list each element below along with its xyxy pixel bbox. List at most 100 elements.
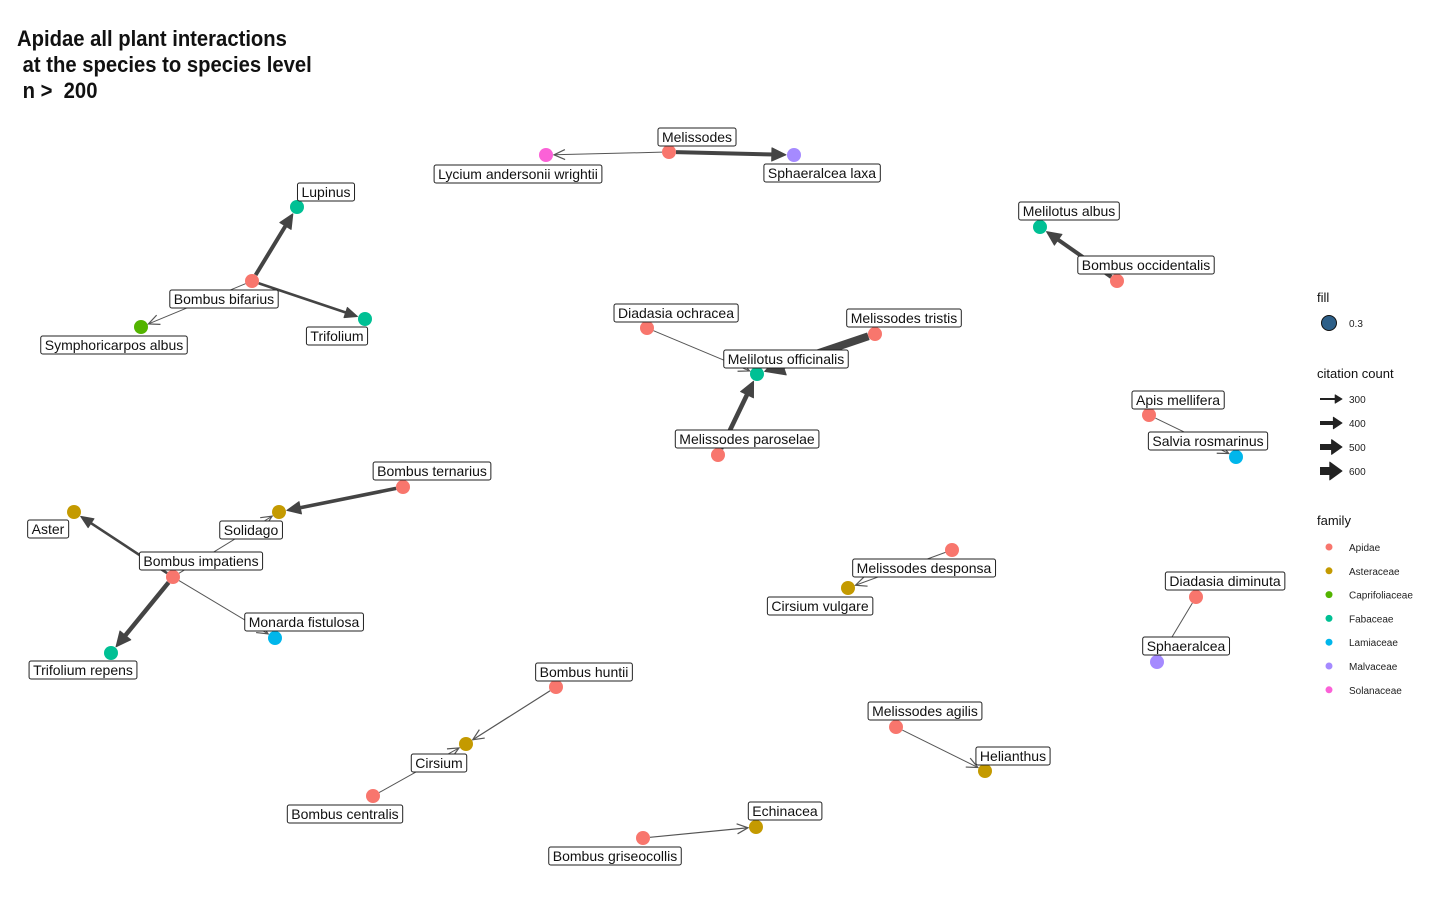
node-label: Bombus bifarius bbox=[169, 289, 279, 309]
node-label-text: Melissodes bbox=[662, 129, 732, 145]
arrowhead bbox=[1046, 231, 1063, 246]
node-label: Melissodes agilis bbox=[867, 701, 983, 721]
arrowhead bbox=[147, 314, 161, 325]
chart-title: Apidae all plant interactions at the spe… bbox=[17, 26, 312, 104]
node-label-text: Trifolium bbox=[310, 328, 363, 344]
interaction-edge bbox=[902, 729, 980, 769]
node-point bbox=[67, 505, 81, 519]
legend-family-name: Apidae bbox=[1349, 543, 1381, 554]
legend-family-key bbox=[1325, 567, 1333, 575]
node-label-text: Salvia rosmarinus bbox=[1152, 433, 1263, 449]
legend-family-title: family bbox=[1317, 513, 1351, 528]
node-label: Diadasia diminuta bbox=[1164, 571, 1286, 591]
node-label: Bombus centralis bbox=[286, 804, 404, 824]
node-label: Helianthus bbox=[975, 746, 1051, 766]
interaction-edge bbox=[253, 213, 294, 277]
arrowhead bbox=[80, 515, 95, 529]
node-label: Melilotus officinalis bbox=[723, 349, 849, 369]
arrowhead bbox=[736, 823, 750, 835]
node-label-text: Aster bbox=[32, 521, 65, 537]
interaction-edge bbox=[649, 823, 750, 838]
node-label: Bombus griseocollis bbox=[548, 846, 682, 866]
node-label-text: Echinacea bbox=[752, 803, 818, 819]
legend-family-name: Fabaceae bbox=[1349, 614, 1394, 625]
node-label-text: Melissodes paroselae bbox=[679, 431, 815, 447]
node-label: Diadasia ochracea bbox=[613, 303, 739, 323]
arrowhead bbox=[279, 213, 294, 230]
legend-count-key bbox=[1320, 394, 1343, 404]
arrowhead bbox=[854, 576, 868, 587]
node-point bbox=[749, 820, 763, 834]
node-label: Sphaeralcea laxa bbox=[763, 163, 881, 183]
legend-family-name: Solanaceae bbox=[1349, 686, 1402, 697]
interaction-edge bbox=[286, 486, 397, 515]
arrowhead bbox=[965, 757, 980, 769]
node-label: Cirsium vulgare bbox=[766, 596, 874, 616]
node-label: Trifolium bbox=[305, 326, 369, 346]
node-point bbox=[868, 327, 882, 341]
interaction-edge bbox=[471, 690, 551, 741]
interaction-edge bbox=[258, 281, 358, 319]
node-point bbox=[1142, 408, 1156, 422]
node-label: Solidago bbox=[219, 520, 283, 540]
node-label-text: Melilotus officinalis bbox=[728, 351, 844, 367]
arrowhead bbox=[771, 147, 787, 162]
node-label: Melissodes bbox=[657, 127, 737, 147]
arrowhead bbox=[286, 501, 302, 515]
interaction-edge bbox=[115, 581, 171, 648]
node-label: Melilotus albus bbox=[1018, 201, 1120, 221]
arrowhead bbox=[471, 729, 485, 741]
legend-family-name: Malvaceae bbox=[1349, 662, 1398, 673]
node-point bbox=[366, 789, 380, 803]
node-label-text: Cirsium vulgare bbox=[771, 598, 868, 614]
node-label: Trifolium repens bbox=[28, 660, 138, 680]
node-label-text: Bombus centralis bbox=[291, 806, 398, 822]
node-point bbox=[711, 448, 725, 462]
node-label-text: Melissodes desponsa bbox=[857, 560, 992, 576]
legend-family-key bbox=[1325, 662, 1333, 670]
title-line: Apidae all plant interactions bbox=[17, 26, 287, 51]
node-label: Monarda fistulosa bbox=[244, 612, 364, 632]
node-label-text: Melilotus albus bbox=[1023, 203, 1116, 219]
node-label: Lycium andersonii wrightii bbox=[433, 164, 603, 184]
node-point bbox=[549, 680, 563, 694]
interaction-edge bbox=[552, 148, 663, 161]
node-label: Bombus huntii bbox=[535, 662, 633, 682]
title-line: n > 200 bbox=[17, 78, 98, 103]
node-point-layer bbox=[67, 145, 1243, 845]
node-label-text: Solidago bbox=[224, 522, 279, 538]
node-point bbox=[245, 274, 259, 288]
node-point bbox=[459, 737, 473, 751]
node-label: Sphaeralcea bbox=[1142, 636, 1231, 656]
legend-count-value: 400 bbox=[1349, 419, 1366, 430]
node-point bbox=[640, 321, 654, 335]
node-label-text: Helianthus bbox=[980, 748, 1046, 764]
node-label: Melissodes desponsa bbox=[852, 558, 997, 578]
legend-family-name: Caprifoliaceae bbox=[1349, 591, 1413, 602]
node-label: Salvia rosmarinus bbox=[1147, 431, 1269, 451]
node-point bbox=[396, 480, 410, 494]
legend-count-title: citation count bbox=[1317, 366, 1394, 381]
node-point bbox=[272, 505, 286, 519]
arrowhead bbox=[740, 380, 755, 399]
node-point bbox=[358, 312, 372, 326]
legend-family-key bbox=[1325, 638, 1333, 646]
legend-fill-key bbox=[1321, 315, 1337, 331]
node-point bbox=[290, 200, 304, 214]
node-label-text: Cirsium bbox=[415, 755, 462, 771]
node-label-text: Diadasia diminuta bbox=[1169, 573, 1280, 589]
node-label: Melissodes tristis bbox=[846, 308, 962, 328]
legend-count-value: 300 bbox=[1349, 395, 1366, 406]
node-point bbox=[1150, 655, 1164, 669]
node-label-text: Bombus occidentalis bbox=[1082, 257, 1210, 273]
node-label-text: Melissodes tristis bbox=[851, 310, 958, 326]
legend-family-key bbox=[1325, 591, 1333, 599]
legend-count-key bbox=[1320, 461, 1343, 481]
node-label: Lupinus bbox=[296, 182, 356, 202]
arrowhead bbox=[552, 148, 566, 161]
node-label-text: Melissodes agilis bbox=[872, 703, 978, 719]
node-point bbox=[539, 148, 553, 162]
title-line: at the species to species level bbox=[17, 52, 312, 77]
